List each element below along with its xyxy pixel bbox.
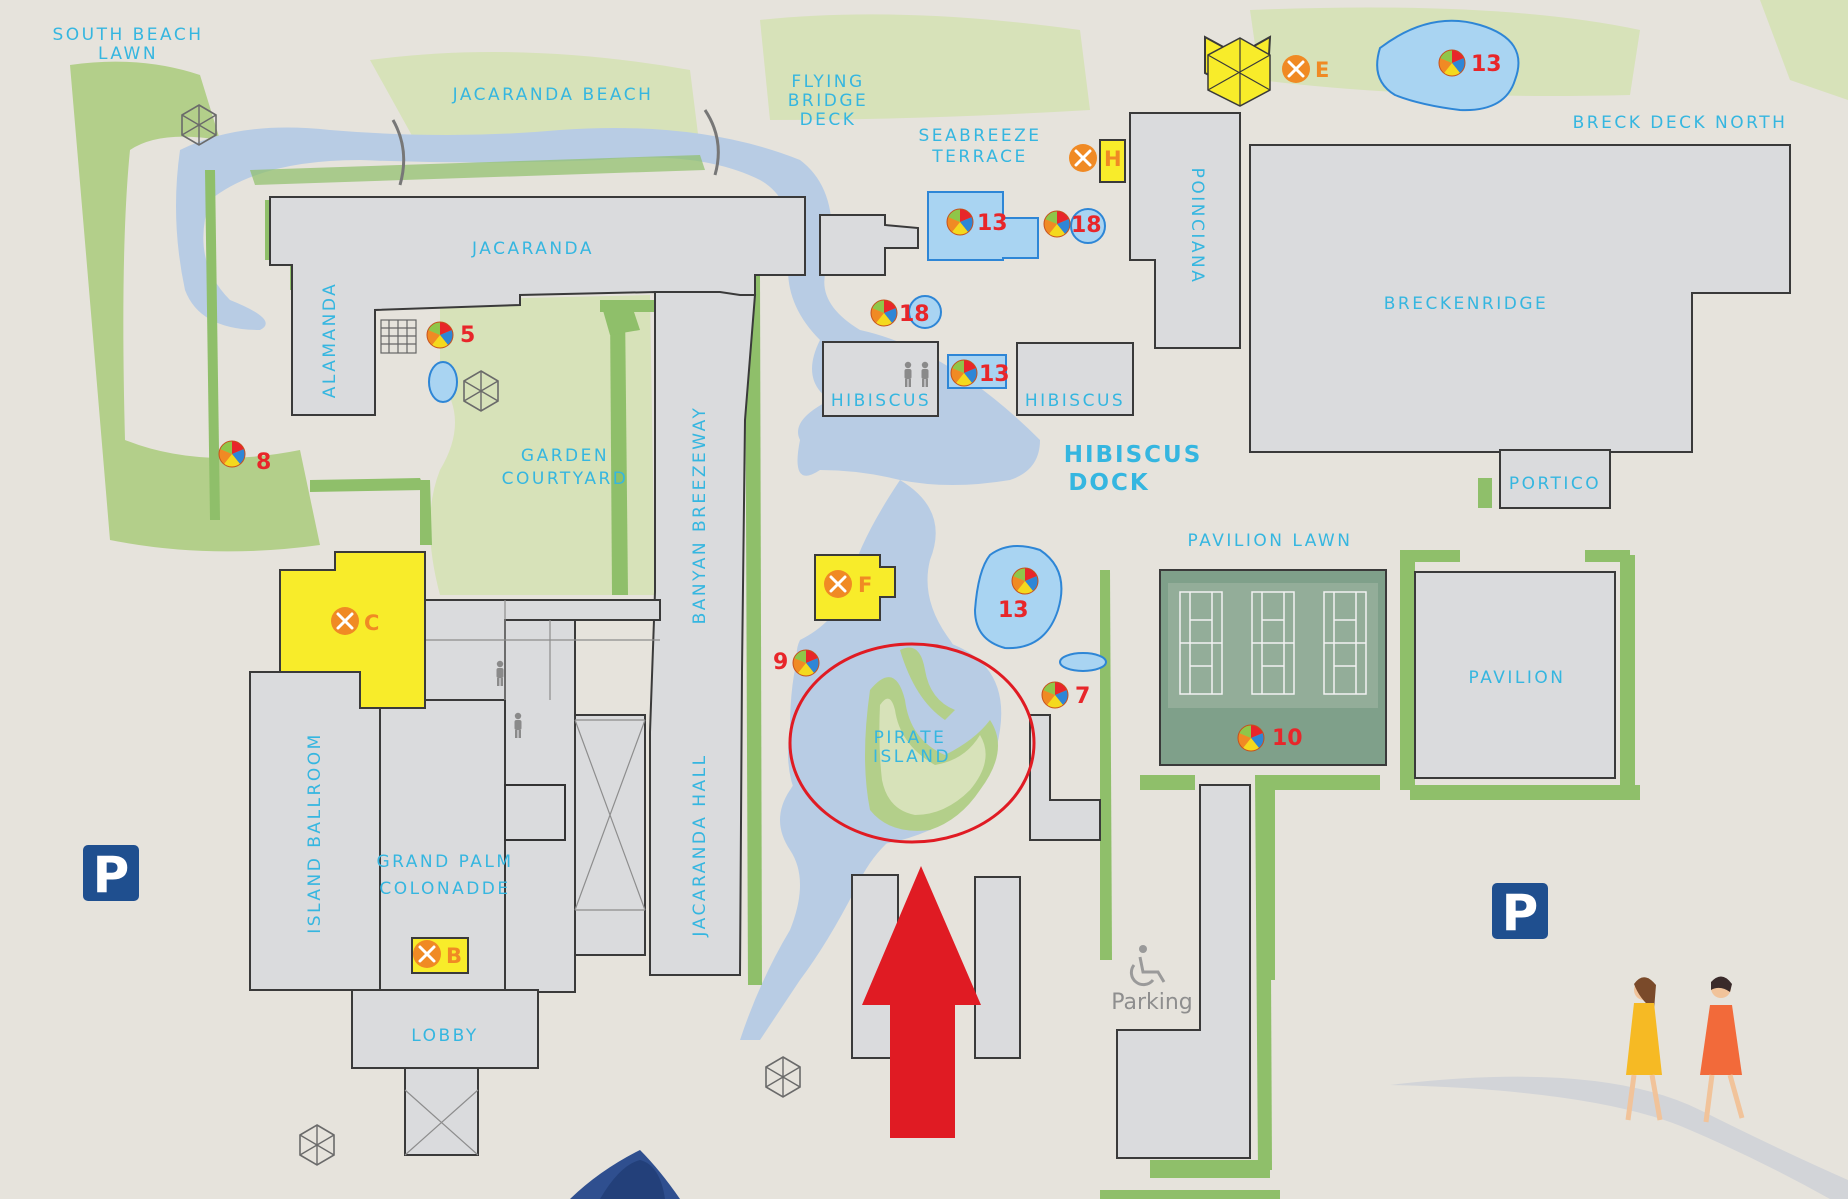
pool-number: 13: [977, 211, 1008, 236]
walking-couple: [1625, 976, 1745, 1123]
pool-number: 18: [1071, 213, 1102, 238]
label-pavilion: PAVILION: [1469, 668, 1566, 688]
tennis-court-icon: [1179, 591, 1367, 695]
walking-path: [1390, 1076, 1848, 1199]
label-portico: PORTICO: [1509, 474, 1601, 494]
pool-number: 13: [998, 598, 1029, 623]
pool-numbers: 13 13 18 18 13 5 8 13 9 7 10: [256, 52, 1502, 751]
label-seabreeze-terrace: TERRACE: [931, 147, 1028, 167]
highlight-circle: [788, 642, 1036, 844]
label-hibiscus-east: HIBISCUS: [1025, 391, 1125, 411]
dining-letter: C: [364, 611, 379, 635]
label-jacaranda-hall: JACARANDA HALL: [690, 753, 710, 937]
dining-letter: E: [1315, 58, 1329, 82]
parking-symbol: P: [1502, 884, 1539, 942]
parking-icon[interactable]: P: [83, 845, 139, 904]
area-labels: SOUTH BEACH LAWN JACARANDA BEACH FLYING …: [52, 25, 1788, 551]
label-jacaranda-beach: JACARANDA BEACH: [452, 85, 654, 105]
hedges: [205, 155, 1640, 1199]
pirate-island[interactable]: [865, 647, 998, 831]
pool-number: 13: [1471, 52, 1502, 77]
label-island-ballroom: ISLAND BALLROOM: [305, 732, 325, 933]
pool-number: 5: [460, 323, 475, 348]
label-hibiscus-west: HIBISCUS: [831, 391, 931, 411]
palm-icon: [570, 1150, 680, 1199]
label-flying-bridge-deck: DECK: [800, 110, 857, 130]
highlight-arrow-icon: [862, 866, 981, 1138]
label-jacaranda: JACARANDA: [471, 239, 594, 259]
parking-symbol: P: [93, 846, 130, 904]
dining-letter: F: [858, 573, 872, 597]
label-pirate-island: ISLAND: [873, 747, 951, 767]
building-labels: JACARANDA ALAMANDA BANYAN BREEZEWAY JACA…: [305, 168, 1601, 1046]
misc-features: [380, 109, 720, 354]
label-pirate-island: PIRATE: [874, 728, 947, 748]
building-details: [404, 600, 660, 1156]
label-seabreeze-terrace: SEABREEZE: [918, 126, 1041, 146]
pool-number: 7: [1075, 684, 1090, 709]
pool-number: 10: [1272, 726, 1303, 751]
dining-letter: B: [446, 944, 462, 968]
label-south-beach-lawn: SOUTH BEACH: [52, 25, 203, 45]
grass-areas: [70, 0, 1848, 595]
pool-number: 9: [773, 650, 788, 675]
label-banyan-breezeway: BANYAN BREEZEWAY: [690, 406, 710, 625]
label-alamanda: ALAMANDA: [320, 282, 340, 399]
label-breck-deck-north: BRECK DECK NORTH: [1573, 113, 1788, 133]
accessible-parking-label: Parking: [1111, 990, 1193, 1015]
label-grand-palm-colonnade: GRAND PALM: [376, 852, 513, 872]
buildings: [249, 112, 1791, 1159]
pool-number: 8: [256, 450, 271, 475]
label-hibiscus-dock: HIBISCUS: [1064, 442, 1203, 468]
label-garden-courtyard: GARDEN: [521, 446, 609, 466]
label-breckenridge: BRECKENRIDGE: [1384, 294, 1549, 314]
label-hibiscus-dock: DOCK: [1068, 470, 1149, 496]
label-garden-courtyard: COURTYARD: [502, 469, 629, 489]
label-grand-palm-colonnade: COLONADDE: [379, 879, 510, 899]
tennis-court: [1159, 569, 1387, 766]
label-lobby: LOBBY: [411, 1026, 479, 1046]
label-south-beach-lawn: LAWN: [98, 44, 158, 64]
parking-icon[interactable]: P: [1492, 883, 1548, 942]
label-pavilion-lawn: PAVILION LAWN: [1188, 531, 1353, 551]
label-flying-bridge-deck: FLYING: [791, 72, 864, 92]
pool-number: 18: [899, 302, 930, 327]
dining-letters: E H F C B: [364, 58, 1329, 968]
label-flying-bridge-deck: BRIDGE: [788, 91, 869, 111]
label-poinciana: POINCIANA: [1187, 168, 1207, 285]
dining-letter: H: [1104, 147, 1122, 171]
wheelchair-icon: [1129, 945, 1166, 987]
pool-number: 13: [979, 362, 1010, 387]
